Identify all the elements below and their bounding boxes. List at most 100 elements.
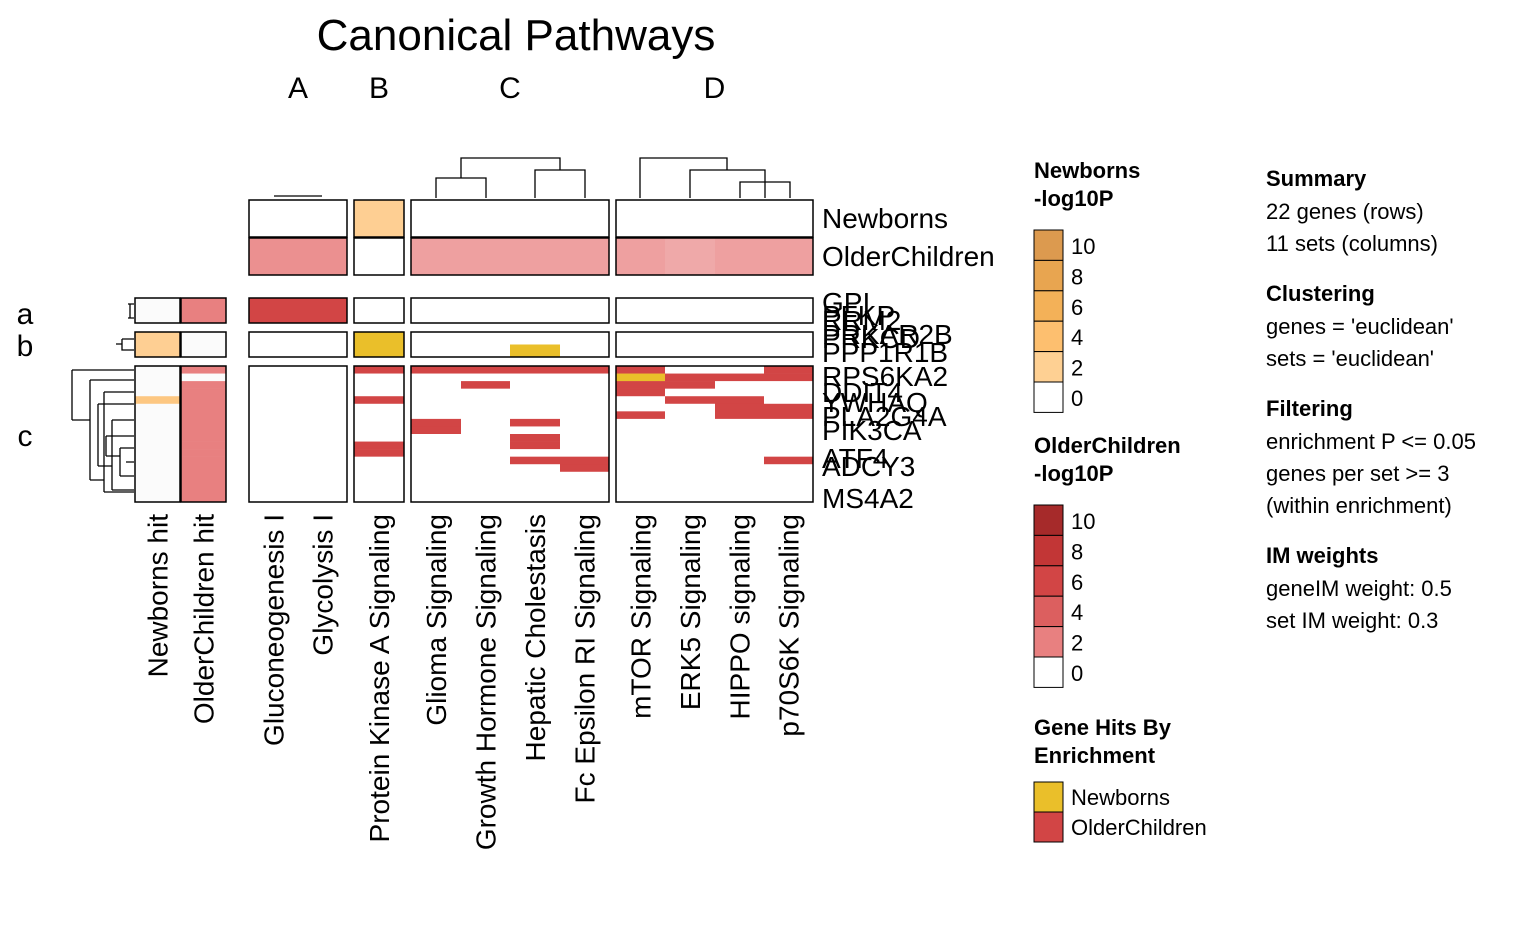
heatmap-cell xyxy=(665,479,715,488)
heatmap-block-border xyxy=(353,297,405,324)
heatmap-cell xyxy=(510,486,560,495)
column-group-label: B xyxy=(369,72,389,105)
heatmap-cell xyxy=(665,418,715,427)
heatmap-cell xyxy=(560,396,609,405)
heatmap-cell xyxy=(249,441,298,450)
heatmap-cell xyxy=(510,403,560,412)
heatmap-cell xyxy=(764,396,813,405)
heatmap-cell xyxy=(298,494,347,503)
hit-cell xyxy=(181,441,226,450)
heatmap-cell xyxy=(298,426,347,435)
hit-cell xyxy=(181,388,226,397)
heatmap-cell xyxy=(354,418,404,427)
colorbar-tick-label: 10 xyxy=(1071,234,1095,259)
heatmap-cell xyxy=(461,418,510,427)
heatmap-cell xyxy=(411,388,461,397)
colorbar-tick-label: 2 xyxy=(1071,356,1083,381)
heatmap-cell xyxy=(665,366,715,374)
heatmap-cell xyxy=(665,434,715,442)
heatmap-cell xyxy=(461,373,510,382)
column-label: Hepatic Cholestasis xyxy=(520,514,551,761)
summary-heading: IM weights xyxy=(1266,543,1378,568)
heatmap-cell xyxy=(715,426,764,435)
heatmap-cell xyxy=(715,449,764,457)
hit-column-border xyxy=(180,365,227,503)
row-label: PFKP xyxy=(822,300,895,331)
colorbar-tick-label: 0 xyxy=(1071,386,1083,411)
heatmap-cell xyxy=(510,479,560,488)
heatmap-cell xyxy=(461,366,510,374)
colorbar-tick-label: 8 xyxy=(1071,264,1083,289)
heatmap-cell xyxy=(616,449,665,457)
annotation-border xyxy=(410,199,610,238)
heatmap-cell xyxy=(249,494,298,503)
heatmap-cell xyxy=(510,373,560,382)
heatmap-cell xyxy=(461,449,510,457)
heatmap-cell xyxy=(764,332,813,345)
annotation-cell xyxy=(560,200,609,237)
heatmap-cell xyxy=(764,434,813,442)
hit-cell xyxy=(135,332,180,345)
heatmap-cell xyxy=(298,464,347,473)
heatmap-cell xyxy=(411,332,461,345)
hit-cell xyxy=(135,403,180,412)
hit-legend-title: Gene Hits By xyxy=(1034,715,1172,740)
heatmap-cell xyxy=(411,449,461,457)
heatmap-cell xyxy=(616,366,665,374)
hit-cell xyxy=(135,411,180,420)
hit-cell xyxy=(135,464,180,473)
colorbar-swatch xyxy=(1033,656,1064,688)
summary-line: genes = 'euclidean' xyxy=(1266,314,1454,339)
heatmap-cell xyxy=(461,441,510,450)
column-label: mTOR Signaling xyxy=(626,514,657,719)
heatmap-cell xyxy=(354,332,404,345)
annotation-cell xyxy=(715,238,764,275)
hit-column-border xyxy=(134,365,181,503)
heatmap-cell xyxy=(715,373,764,382)
heatmap-cell xyxy=(764,464,813,473)
colorbar-swatch xyxy=(1033,626,1064,658)
dendrogram-branch xyxy=(435,157,586,198)
heatmap-cell xyxy=(354,479,404,488)
annotation-cell xyxy=(665,200,715,237)
heatmap-cell xyxy=(715,332,764,345)
heatmap-cell xyxy=(510,388,560,397)
heatmap-cell xyxy=(510,366,560,374)
heatmap-cell xyxy=(616,434,665,442)
row-label: YWHAQ xyxy=(822,387,928,418)
column-label: Glioma Signaling xyxy=(421,514,452,726)
colorbar-title: -log10P xyxy=(1034,461,1113,486)
heatmap-cell xyxy=(715,381,764,389)
annotation-cell xyxy=(616,200,665,237)
annotation-cell xyxy=(249,238,298,275)
heatmap-cell xyxy=(764,381,813,389)
heatmap-cell xyxy=(249,373,298,382)
hit-column-border xyxy=(180,331,227,358)
heatmap-cell xyxy=(616,381,665,389)
heatmap-cell xyxy=(298,310,347,324)
heatmap-cell xyxy=(411,344,461,358)
heatmap-cell xyxy=(461,411,510,420)
heatmap-cell xyxy=(249,381,298,389)
heatmap-cell xyxy=(411,411,461,420)
annotation-row-label: OlderChildren xyxy=(822,241,995,272)
heatmap-cell xyxy=(411,494,461,503)
heatmap-cell xyxy=(354,494,404,503)
column-group-label: C xyxy=(499,72,521,105)
heatmap-cell xyxy=(764,441,813,450)
annotation-cell xyxy=(298,238,347,275)
heatmap-cell xyxy=(715,310,764,324)
heatmap-cell xyxy=(665,456,715,465)
heatmap-cell xyxy=(665,471,715,480)
heatmap-cell xyxy=(510,441,560,450)
column-label: Glycolysis I xyxy=(308,514,339,656)
heatmap-cell xyxy=(249,310,298,324)
hit-cell xyxy=(181,426,226,435)
heatmap-cell xyxy=(411,434,461,442)
heatmap-cell xyxy=(298,332,347,345)
heatmap-cell xyxy=(665,464,715,473)
summary-heading: Filtering xyxy=(1266,396,1353,421)
heatmap-block-border xyxy=(615,365,814,503)
row-group-label: a xyxy=(17,298,34,331)
hit-cell xyxy=(135,388,180,397)
